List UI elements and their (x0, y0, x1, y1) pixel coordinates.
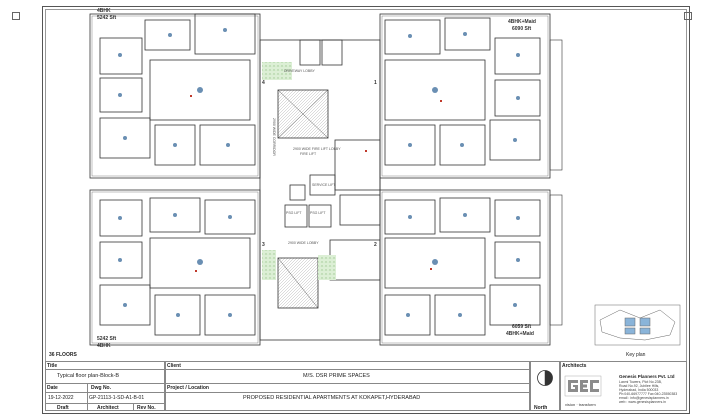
architect-heading: Architect (97, 405, 119, 411)
client-name: M/S. DSR PRIME SPACES (303, 373, 370, 379)
firm-name: Genesis Planners Pvt. Ltd (619, 374, 675, 379)
north-heading: North (534, 405, 548, 411)
core-label: DRIVEWAY LOBBY (284, 69, 315, 73)
unit-block-top-right (379, 13, 551, 179)
registration-mark (12, 12, 20, 20)
landscape-patch (262, 62, 292, 80)
unit-tag-area: 6090 Sft (512, 26, 532, 32)
unit-number: 2 (374, 242, 377, 248)
registration-mark (684, 12, 692, 20)
key-plan-label: Key plan (626, 352, 646, 358)
unit-tag-area: 6059 Sft (512, 324, 532, 330)
core-label: SERVICE LIFT (312, 183, 336, 187)
north-cell (530, 361, 560, 411)
firm-tagline: vision · transform (565, 402, 596, 407)
core-label: PSG LIFT (310, 211, 326, 215)
unit-tag-area: 5242 Sft (97, 336, 117, 342)
accent-markers (190, 95, 442, 272)
drawing-title: Typical floor plan-Block-B (57, 373, 120, 379)
genesis-logo-icon (564, 375, 602, 397)
architects-heading: Architects (562, 363, 587, 369)
title-heading: Title (47, 363, 58, 369)
project-heading: Project / Location (167, 385, 209, 391)
unit-tag-type: 4BHK+Maid (506, 331, 534, 337)
dwg-heading: Dwg No. (91, 385, 111, 391)
core-label: 2900 WIDE CORRIDOR (272, 118, 276, 156)
side-strip (549, 39, 563, 326)
core-label: 2900 WIDE FIRE LIFT LOBBY (293, 147, 341, 151)
client-project-cell (165, 361, 530, 411)
firm-email: email : info@genesisplanners.in (619, 396, 669, 400)
unit-block-top-left (89, 13, 261, 179)
furniture-markers (118, 28, 520, 317)
firm-phone: Ph:040-66977777 Fax:040-23550383 (619, 392, 678, 396)
revision-heading: Rev No. (137, 405, 156, 411)
unit-number: 4 (262, 80, 265, 86)
north-arrow-icon (537, 370, 553, 386)
unit-number: 1 (374, 80, 377, 86)
central-core (259, 39, 381, 341)
title-cell (45, 361, 165, 411)
firm-address-line: Laxmi Towers, Plot No.23B, (619, 380, 662, 384)
draft-heading: Draft (57, 405, 69, 411)
floor-count: 36 FLOORS (49, 352, 77, 358)
core-label: FIRE LIFT (300, 152, 317, 156)
architects-cell (560, 361, 687, 411)
core-label: 2900 WIDE LOBBY (288, 241, 319, 245)
title-block: Title Typical floor plan-Block-B Date Dw… (45, 361, 687, 411)
unit-tag-area: 5242 Sft (97, 15, 117, 21)
unit-tag-type: 4BHK+Maid (508, 19, 536, 25)
landscape-patch (318, 255, 336, 280)
project-name: PROPOSED RESIDENTIAL APARTMENTS AT KOKAP… (243, 395, 421, 401)
core-label: PSG LIFT (286, 211, 302, 215)
drawing-date: 19-12-2022 (48, 395, 74, 401)
unit-tag-type: 4BHK (97, 343, 111, 349)
drawing-number: GP-21113-1-SD-A1-B-01 (89, 395, 145, 401)
firm-web: web : www.genesisplanners.in (619, 400, 666, 404)
unit-number: 3 (262, 242, 265, 248)
date-heading: Date (47, 385, 58, 391)
key-plan-drawing (594, 304, 681, 346)
firm-address-line: Road No.92, Jubilee Hills, (619, 384, 660, 388)
landscape-patch (262, 250, 276, 280)
unit-tag-type: 4BHK (97, 8, 111, 14)
firm-address-line: Hyderabad, India 500033 (619, 388, 659, 392)
client-heading: Client (167, 363, 181, 369)
sheet-border (42, 6, 690, 414)
